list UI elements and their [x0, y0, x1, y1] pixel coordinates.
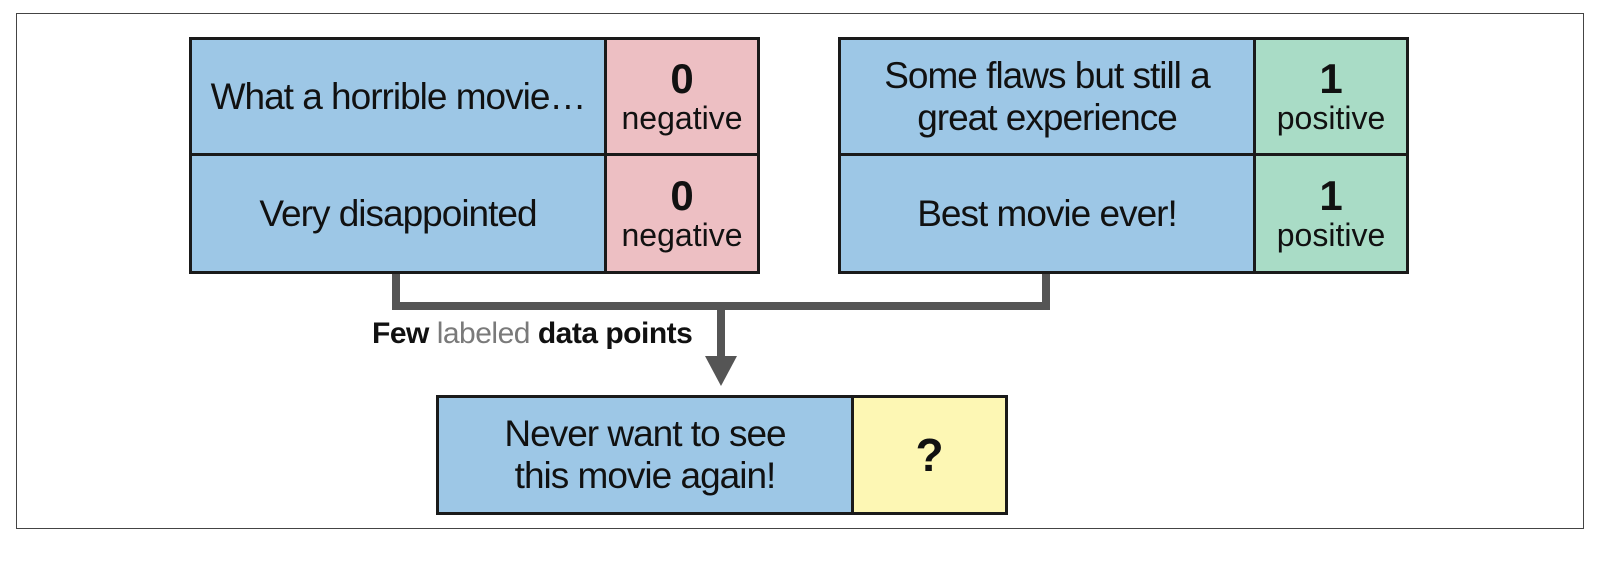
unknown-label-cell: ? [854, 398, 1005, 512]
negative-label-cell: 0 negative [607, 40, 757, 156]
example-text-cell: Best movie ever! [841, 156, 1256, 271]
sentiment-label: positive [1276, 99, 1386, 136]
sentiment-label: negative [621, 216, 743, 253]
sentiment-label: positive [1276, 216, 1386, 253]
example-text-cell: What a horrible movie… [192, 40, 607, 156]
example-text: What a horrible movie… [210, 75, 587, 117]
example-text: Best movie ever! [917, 192, 1178, 234]
label-value: 1 [1319, 171, 1343, 219]
label-value: 0 [670, 54, 694, 102]
arrow-head [705, 356, 737, 386]
caption-few: Few [372, 317, 429, 350]
query-text: Never want to see this movie again! [504, 413, 786, 496]
caption-labeled: labeled [436, 317, 531, 350]
positive-label-cell: 1 positive [1256, 40, 1406, 156]
positive-examples-table: Some flaws but still a great experience … [838, 37, 1409, 274]
label-value: 0 [670, 171, 694, 219]
connector-path [392, 272, 1050, 310]
example-text: Some flaws but still a great experience [884, 54, 1211, 138]
negative-examples-table: What a horrible movie… 0 negative Very d… [189, 37, 760, 274]
positive-label-cell: 1 positive [1256, 156, 1406, 271]
unknown-label: ? [915, 429, 944, 481]
sentiment-label: negative [621, 99, 743, 136]
caption-data-points: data points [537, 317, 693, 350]
label-value: 1 [1319, 54, 1343, 102]
unlabeled-query-table: Never want to see this movie again! ? [436, 395, 1008, 515]
example-text-cell: Very disappointed [192, 156, 607, 271]
example-text: Very disappointed [259, 192, 537, 234]
figure-frame [16, 13, 1584, 529]
negative-label-cell: 0 negative [607, 156, 757, 271]
example-text-cell: Some flaws but still a great experience [841, 40, 1256, 156]
query-text-cell: Never want to see this movie again! [439, 398, 854, 512]
few-labeled-caption: Few labeled data points [372, 314, 693, 354]
